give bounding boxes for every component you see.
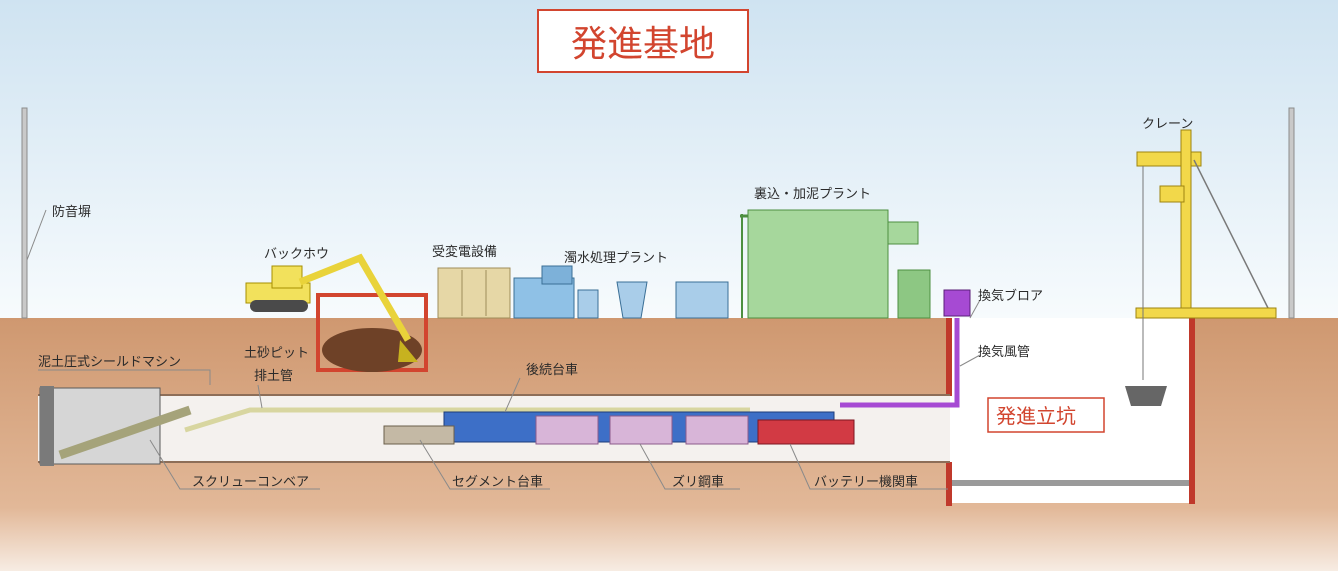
shaft-wall-left <box>946 318 952 396</box>
muck-car-1 <box>535 415 599 445</box>
segment-car <box>383 425 455 445</box>
muck-car-2 <box>609 415 673 445</box>
water-treatment-plant <box>513 265 729 319</box>
label-segment-car: セグメント台車 <box>452 475 543 490</box>
discharge-pipe <box>184 407 750 433</box>
label-discharge-pipe: 排土管 <box>254 369 293 384</box>
muck-car-3 <box>685 415 749 445</box>
label-muck-car: ズリ鋼車 <box>672 474 724 490</box>
ventilation-duct <box>840 318 960 408</box>
label-soil-pit: 土砂ピット <box>244 346 309 361</box>
launch-shaft-label-box <box>987 397 1105 433</box>
shaft-floor <box>952 480 1189 486</box>
soundproof-wall-left <box>21 107 28 319</box>
label-shield-machine: 泥土圧式シールドマシン <box>38 355 181 370</box>
label-screw-conveyor: スクリューコンベア <box>192 475 309 490</box>
label-substation: 受変電設備 <box>432 244 497 260</box>
backhoe <box>245 253 418 362</box>
label-launch-shaft: 発進立坑 <box>996 404 1076 428</box>
soundproof-wall-right <box>1288 107 1295 319</box>
label-battery-locomotive: バッテリー機関車 <box>814 475 918 490</box>
title-box <box>537 9 749 73</box>
label-grout-plant: 裏込・加泥プラント <box>754 187 871 202</box>
label-trailing-cars: 後続台車 <box>526 363 578 378</box>
label-ventilation-blower: 換気ブロア <box>978 288 1043 304</box>
shield-machine <box>39 386 192 466</box>
ventilation-blower <box>943 289 971 317</box>
crane <box>1125 129 1277 406</box>
substation <box>437 267 511 319</box>
shaft-wall-right <box>1189 318 1195 504</box>
shaft-wall-left-lower <box>946 462 952 506</box>
title: 発進基地 <box>571 24 715 65</box>
label-crane: クレーン <box>1142 117 1193 132</box>
grout-plant <box>740 209 931 319</box>
label-water-treatment: 濁水処理プラント <box>564 250 668 266</box>
label-soundproof-wall: 防音塀 <box>52 204 91 220</box>
label-ventilation-duct: 換気風管 <box>978 344 1030 360</box>
label-backhoe: バックホウ <box>264 247 329 262</box>
battery-locomotive <box>757 419 855 445</box>
